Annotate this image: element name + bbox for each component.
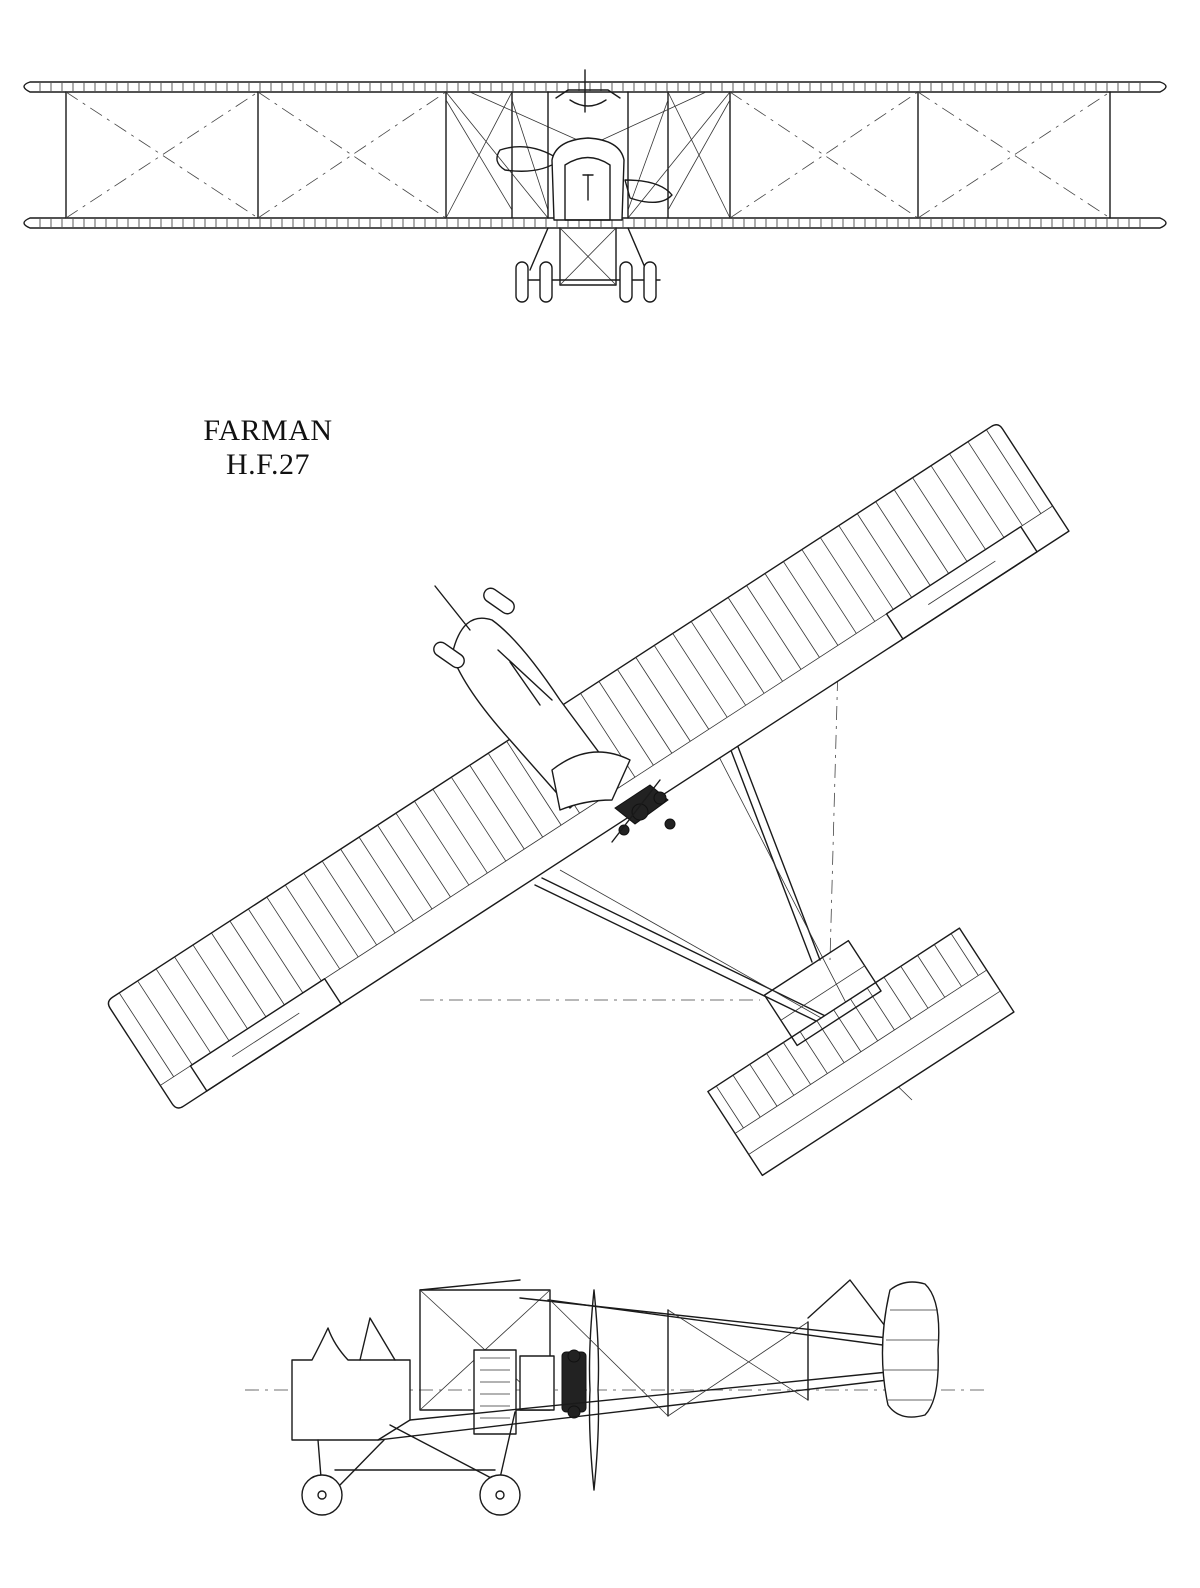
rib-line (469, 765, 525, 850)
front-upper-wing (23, 81, 1167, 93)
side-engine (561, 1289, 600, 1491)
rib-line (967, 441, 1023, 526)
front-propeller (496, 69, 673, 203)
rib-line (875, 501, 931, 586)
rib-line (917, 955, 946, 998)
front-struts (65, 91, 1111, 219)
rib-line (801, 549, 857, 634)
rib-line (783, 1042, 811, 1085)
rib-line (930, 465, 986, 550)
rib-line (506, 741, 562, 826)
rib-line (820, 537, 876, 622)
front-lower-wing (23, 217, 1167, 229)
rib-line (358, 836, 414, 922)
plan-tailplane (707, 927, 1015, 1177)
rib-line (949, 453, 1005, 538)
rib-line (900, 966, 929, 1009)
rib-line (850, 998, 879, 1042)
rib-line (816, 1020, 845, 1063)
side-tailbooms (377, 1279, 891, 1441)
rib-line (746, 585, 802, 670)
title-line-1: FARMAN (203, 414, 333, 447)
rib-line (709, 609, 765, 694)
front-view (23, 69, 1167, 303)
rib-line (764, 573, 820, 658)
rib-line (933, 944, 962, 987)
plan-view (107, 424, 1070, 1177)
rib-line (838, 525, 894, 610)
rib-line (414, 800, 470, 886)
rib-line (690, 621, 746, 706)
rib-line (284, 884, 341, 970)
rib-line (912, 477, 968, 562)
aircraft-title: FARMAN H.F.27 (178, 414, 358, 482)
side-view (245, 1279, 985, 1516)
rib-line (766, 1053, 795, 1096)
rib-line (266, 896, 322, 982)
rib-line (303, 872, 359, 958)
rib-line (653, 645, 710, 730)
side-wing-cellule (419, 1279, 555, 1435)
rib-line (432, 788, 488, 874)
plan-nacelle (433, 585, 676, 843)
rib-line (986, 429, 1042, 514)
rib-line (395, 812, 451, 898)
rib-line (833, 1009, 862, 1052)
rib-line (192, 944, 248, 1030)
rib-line (377, 824, 433, 910)
rib-line (174, 956, 230, 1042)
rib-line (248, 908, 304, 994)
rib-line (749, 1064, 778, 1107)
rib-line (118, 992, 175, 1077)
rib-line (866, 987, 895, 1031)
side-rudder (881, 1281, 940, 1418)
front-bracing-wires (65, 91, 1111, 219)
rib-line (893, 489, 949, 574)
rib-line (799, 1031, 828, 1074)
rib-line (783, 561, 839, 646)
rib-line (211, 932, 267, 1018)
rib-line (727, 597, 783, 682)
rib-line (340, 848, 396, 934)
side-undercarriage (301, 1411, 521, 1516)
rib-line (487, 753, 544, 838)
front-undercarriage (515, 227, 661, 303)
rib-line (229, 920, 285, 1006)
rib-line (635, 657, 691, 742)
rib-line (137, 980, 193, 1065)
rib-line (450, 776, 507, 862)
rib-line (883, 976, 912, 1020)
rib-line (856, 513, 913, 598)
rib-line (715, 1085, 744, 1129)
side-nacelle (291, 1317, 411, 1441)
rib-line (321, 860, 377, 946)
front-nacelle (547, 89, 629, 221)
rib-line (950, 933, 979, 976)
rib-line (732, 1074, 761, 1118)
rib-line (598, 681, 654, 766)
rib-line (617, 669, 673, 754)
title-line-2: H.F.27 (226, 448, 310, 481)
rib-line (672, 633, 728, 718)
rib-line (155, 968, 211, 1054)
